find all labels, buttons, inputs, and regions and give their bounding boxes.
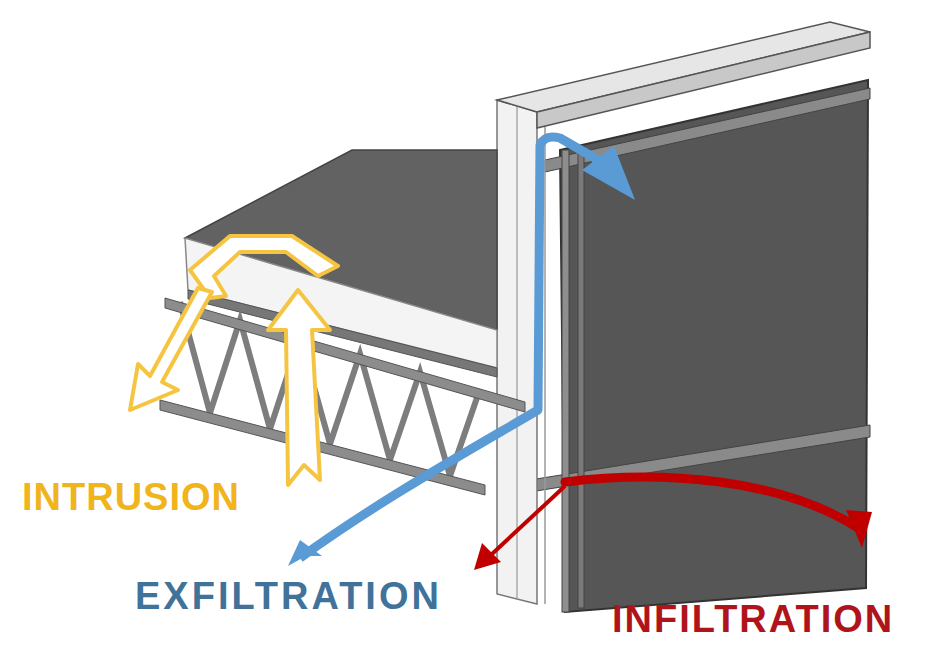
mullion <box>578 146 584 608</box>
arrow-label: INTRUSION <box>22 478 240 516</box>
infiltration-tail <box>846 510 872 548</box>
parapet-cap <box>497 22 870 112</box>
intrusion-arrow <box>130 288 212 410</box>
infiltration-arrowhead <box>474 543 501 570</box>
intrusion-arrow <box>268 290 330 485</box>
wall-layer-line <box>544 115 546 604</box>
wall-layer-line <box>516 106 518 598</box>
infiltration-arrow <box>565 477 858 528</box>
exfiltration-arrowhead <box>582 146 635 200</box>
wall-panel <box>560 80 868 612</box>
intrusion-arrow <box>190 236 338 298</box>
parapet-cap <box>537 32 870 128</box>
mullion <box>562 150 569 612</box>
exfiltration-arrow <box>300 137 598 558</box>
arrow-label: INFILTRATION <box>612 600 894 638</box>
arrow-label: EXFILTRATION <box>135 577 442 615</box>
joist-chord <box>165 298 525 412</box>
infiltration-arrow <box>492 486 565 554</box>
exfiltration-tail <box>288 540 322 566</box>
